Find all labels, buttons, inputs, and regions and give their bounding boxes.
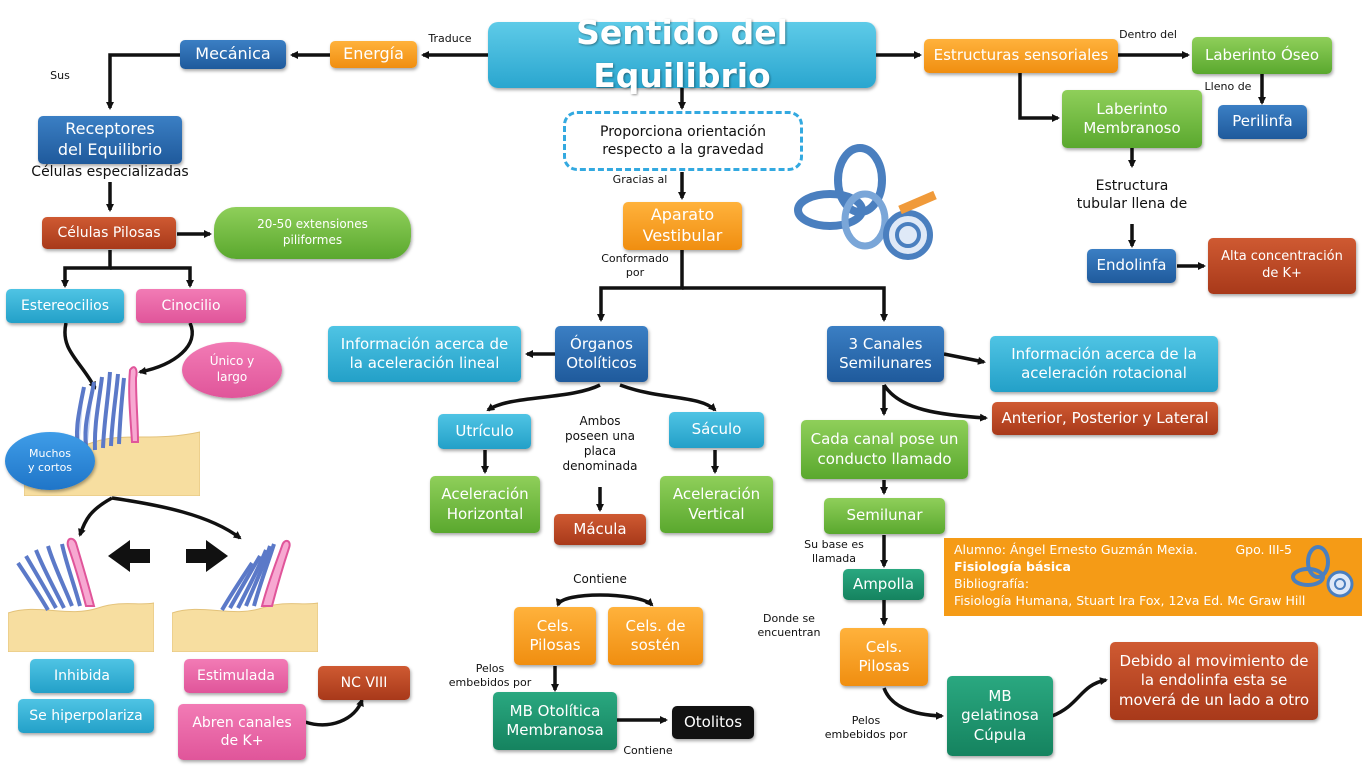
arrow-estructuras-membranoso (1018, 73, 1060, 122)
label-dentro-del: Dentro del (1119, 28, 1177, 41)
alumno-text: Alumno: Ángel Ernesto Guzmán Mexia. (954, 542, 1198, 557)
hiperpolariza-node: Se hiperpolariza (18, 699, 154, 733)
label-su-base: Su base es llamada (804, 538, 864, 565)
canales-node: 3 Canales Semilunares (827, 326, 944, 382)
mb-otolitica-node: MB Otolítica Membranosa (493, 692, 617, 750)
arrow-hair-right (111, 496, 242, 540)
extensiones-node: 20-50 extensiones piliformes (214, 207, 411, 259)
inhibida-node: Inhibida (30, 659, 134, 693)
cinocilio-node: Cinocilio (136, 289, 246, 323)
orientacion-node: Proporciona orientación respecto a la gr… (563, 111, 803, 171)
arrow-canales-rotacional (943, 352, 986, 365)
label-contiene-1: Contiene (573, 572, 627, 586)
label-estructura-tubular: Estructura tubular llena de (1076, 178, 1188, 212)
alta-concentracion-node: Alta concentración de K+ (1208, 238, 1356, 294)
unico-largo-node: Único y largo (182, 342, 282, 398)
label-conformado-por: Conformado por (601, 252, 669, 279)
perilinfa-node: Perilinfa (1218, 105, 1307, 139)
materia-text: Fisiología básica (954, 558, 1071, 574)
cels-sosten-node: Cels. de sostén (608, 607, 703, 665)
arrow-left-icon (108, 540, 150, 572)
label-donde-se: Donde se encuentran (757, 612, 821, 639)
inner-ear-icon (794, 144, 937, 260)
arrow-mecanica-receptores (106, 53, 180, 110)
abren-canales-node: Abren canales de K+ (178, 704, 306, 760)
arrow-canales-anterior (882, 383, 988, 422)
cada-canal-node: Cada canal pose un conducto llamado (801, 420, 968, 479)
arrow-estereocilios-hair (63, 322, 97, 390)
endolinfa-node: Endolinfa (1087, 249, 1176, 283)
arrow-to-canales (682, 286, 888, 322)
arrow-to-movimiento (1051, 677, 1108, 718)
ampolla-node: Ampolla (843, 569, 924, 600)
label-celulas-especializadas: Células especializadas (31, 164, 189, 180)
arrow-organos-utriculo (486, 383, 601, 412)
arrow-to-cels-sosten (599, 593, 654, 607)
mecanica-node: Mecánica (180, 40, 286, 69)
page-title: Sentido del Equilibrio (488, 13, 876, 95)
nc-viii-node: NC VIII (318, 666, 410, 700)
macula-node: Mácula (554, 514, 646, 545)
arrow-to-cels-pilosas (555, 593, 601, 607)
inhibited-cell-illustration (8, 537, 154, 652)
cels-pilosas-mid-node: Cels. Pilosas (514, 607, 596, 665)
info-lineal-node: Información acerca de la aceleración lin… (328, 326, 521, 382)
mb-gelatinosa-node: MB gelatinosa Cúpula (947, 676, 1053, 756)
bibliografia-label: Bibliografía: (954, 575, 1030, 591)
organos-node: Órganos Otolíticos (555, 326, 648, 382)
arrow-to-cinocilio (110, 266, 194, 288)
info-rotacional-node: Información acerca de la aceleración rot… (990, 336, 1218, 392)
otolitos-node: Otolitos (672, 706, 754, 739)
laberinto-oseo-node: Laberinto Óseo (1192, 37, 1332, 74)
aparato-node: Aparato Vestibular (623, 202, 742, 250)
label-traduce: Traduce (428, 32, 472, 45)
label-pelos-embebidos-1: Pelos embebidos por (448, 662, 532, 689)
utriculo-node: Utrículo (438, 414, 531, 449)
muchos-cortos-node: Muchos y cortos (5, 432, 95, 490)
arrow-organos-saculo (619, 383, 717, 412)
saculo-node: Sáculo (669, 412, 764, 448)
referencia-text: Fisiología Humana, Stuart Ira Fox, 12va … (954, 592, 1306, 608)
arrow-to-estereocilios (61, 250, 112, 288)
arrow-canales-nc (304, 698, 364, 727)
acel-vertical-node: Aceleración Vertical (660, 476, 773, 533)
label-lleno-de: Lleno de (1204, 80, 1252, 93)
cels-pilosas-right-node: Cels. Pilosas (840, 628, 928, 686)
anterior-node: Anterior, Posterior y Lateral (992, 402, 1218, 435)
estimulada-node: Estimulada (184, 659, 288, 693)
arrow-cinocilio-hair (138, 322, 194, 375)
movimiento-node: Debido al movimiento de la endolinfa est… (1110, 642, 1318, 720)
acel-horizontal-node: Aceleración Horizontal (430, 476, 540, 533)
arrow-to-organos (597, 250, 684, 322)
credits-box: Alumno: Ángel Ernesto Guzmán Mexia. Gpo.… (944, 538, 1362, 616)
label-ambos: Ambos poseen una placa denominada (562, 414, 638, 473)
grupo-text: Gpo. III-5 (1235, 542, 1292, 557)
small-ear-icon (1291, 545, 1354, 598)
laberinto-membranoso-node: Laberinto Membranoso (1062, 90, 1202, 148)
energia-node: Energía (330, 41, 417, 68)
arrow-to-cupula (882, 687, 944, 720)
receptores-node: Receptores del Equilibrio (38, 116, 182, 164)
label-gracias-al: Gracias al (612, 173, 668, 186)
semilunar-node: Semilunar (824, 498, 945, 534)
estructuras-node: Estructuras sensoriales (924, 39, 1118, 73)
label-pelos-embebidos-2: Pelos embebidos por (824, 714, 908, 741)
stimulated-cell-illustration (172, 540, 318, 652)
arrow-right-icon (186, 540, 228, 572)
estereocilios-node: Estereocilios (6, 289, 124, 323)
label-contiene-2: Contiene (623, 744, 673, 757)
arrow-hair-left (78, 496, 113, 537)
celulas-pilosas-node: Células Pilosas (42, 217, 176, 249)
label-sus: Sus (50, 69, 70, 82)
